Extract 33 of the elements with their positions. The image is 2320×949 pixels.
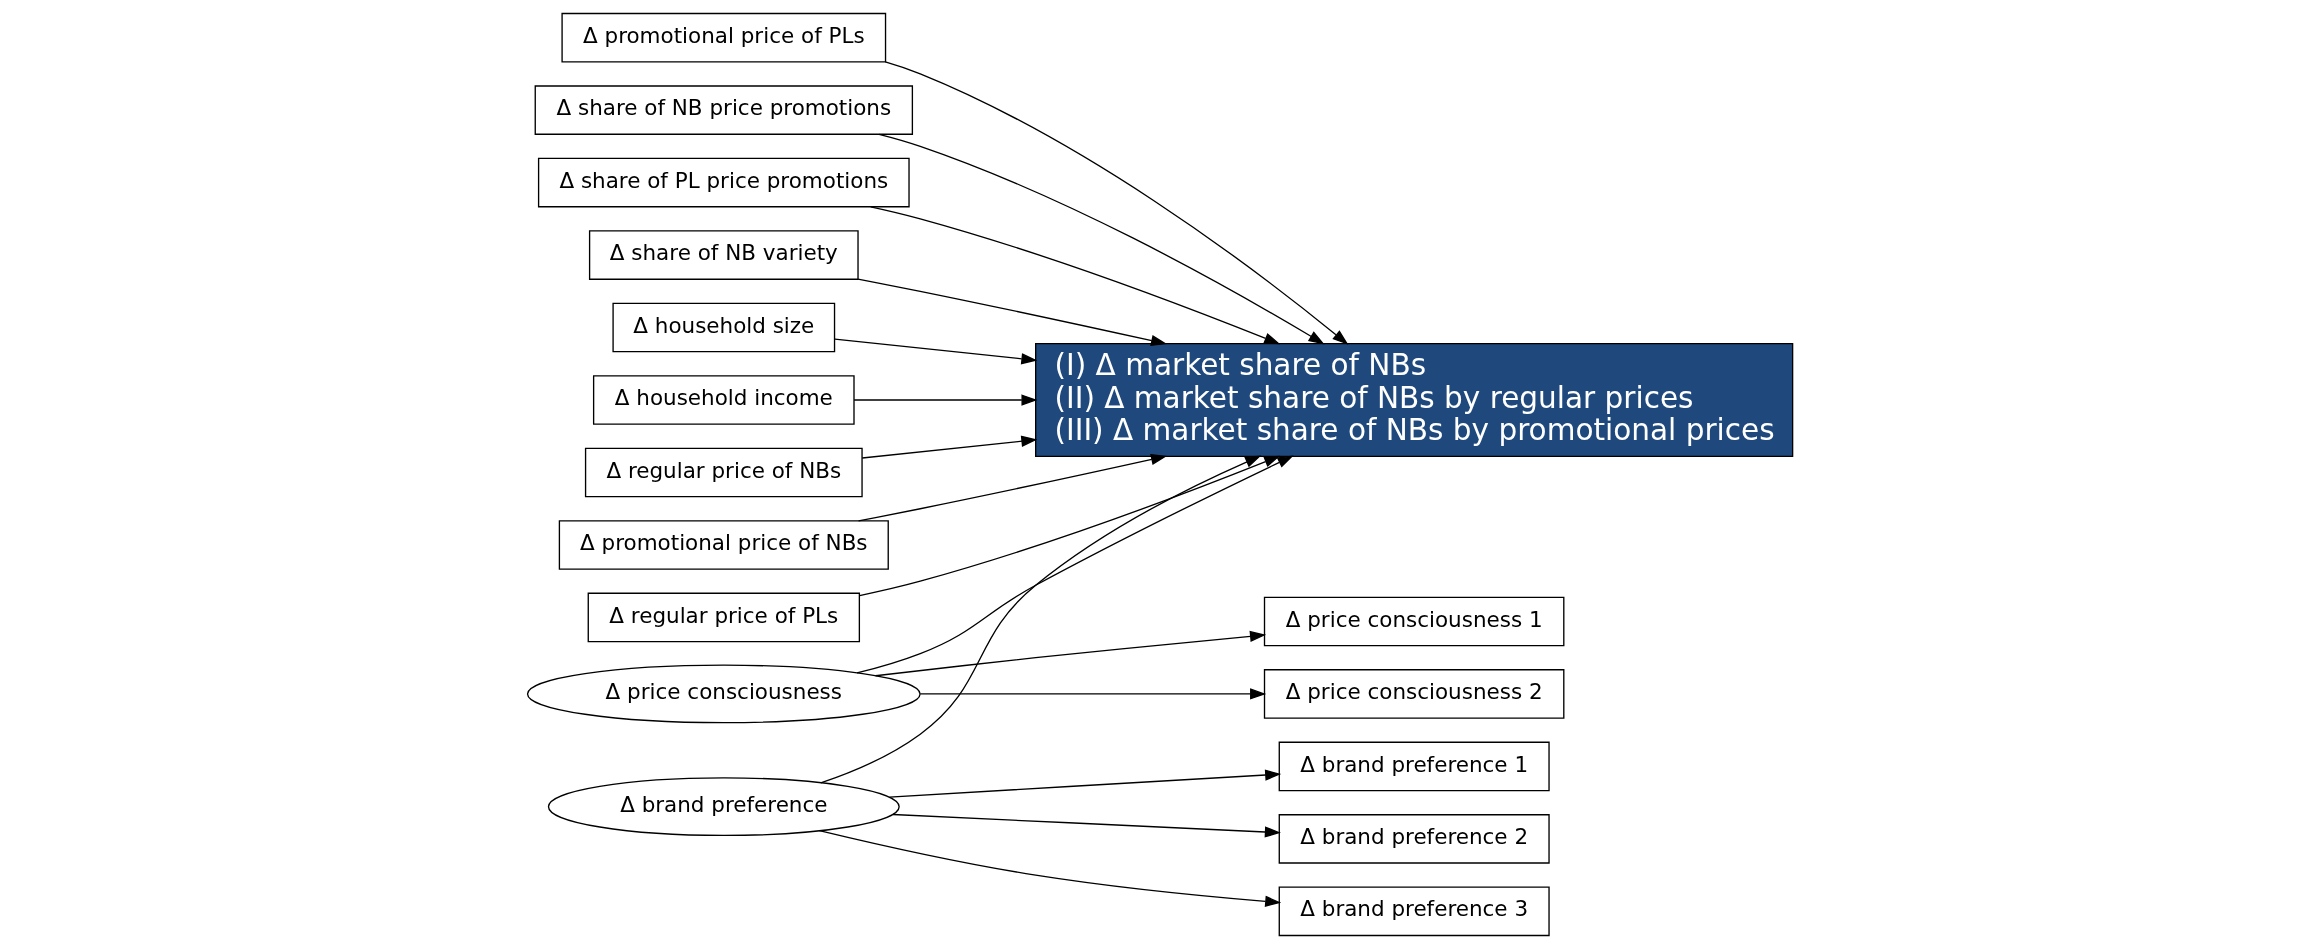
node-ellipse: Δ price consciousness <box>526 664 921 724</box>
arrow <box>919 688 1267 700</box>
node-box: Δ brand preference 2 <box>1278 814 1550 864</box>
node-box: Δ price consciousness 1 <box>1263 596 1565 647</box>
arrow <box>820 455 1262 784</box>
arrow <box>892 813 1281 838</box>
node-box: Δ share of NB price promotions <box>534 85 914 135</box>
arrow <box>884 61 1349 345</box>
arrow <box>857 278 1168 347</box>
node-box: Δ promotional price of PLs <box>561 12 887 63</box>
node-box: Δ share of NB variety <box>588 230 859 280</box>
node-box: Δ regular price of PLs <box>587 592 861 643</box>
arrow <box>834 338 1038 365</box>
node-box: Δ regular price of NBs <box>584 447 863 498</box>
node-box: Δ brand preference 3 <box>1278 886 1550 937</box>
node-box: Δ promotional price of NBs <box>558 520 889 570</box>
arrow <box>859 455 1281 597</box>
node-box: (I) Δ market share of NBs (II) Δ market share of NBs by regular prices (III) Δ market share of NBs by promotional prices <box>1035 342 1794 458</box>
arrow <box>888 769 1282 798</box>
arrow <box>878 133 1325 345</box>
arrow <box>856 455 1294 674</box>
arrow <box>870 206 1281 345</box>
arrow <box>857 453 1168 522</box>
node-box: Δ brand preference 1 <box>1278 741 1550 792</box>
arrow <box>818 829 1282 907</box>
node-box: Δ household size <box>612 302 836 353</box>
arrow <box>853 394 1038 406</box>
arrow <box>874 630 1267 677</box>
node-box: Δ price consciousness 2 <box>1263 669 1565 719</box>
node-ellipse: Δ brand preference <box>547 777 900 837</box>
node-box: Δ share of PL price promotions <box>537 157 910 208</box>
node-box: Δ household income <box>592 375 855 425</box>
arrow <box>861 435 1038 459</box>
